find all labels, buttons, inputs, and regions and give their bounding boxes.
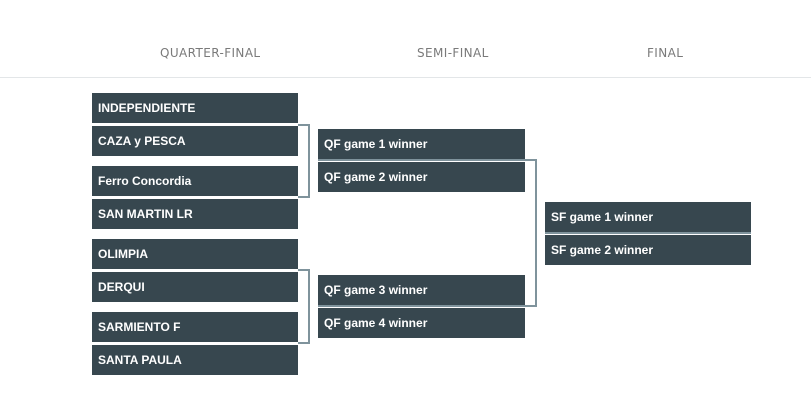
connector-sf2-mid (318, 305, 525, 307)
final-team-bottom[interactable]: SF game 2 winner (545, 235, 751, 265)
sf2-team-bottom[interactable]: QF game 4 winner (318, 308, 525, 338)
round-header-semi-final: SEMI-FINAL (417, 46, 489, 60)
sf1-team-top[interactable]: QF game 1 winner (318, 129, 525, 159)
qf3-team-bottom[interactable]: DERQUI (92, 272, 298, 302)
qf2-team-bottom[interactable]: SAN MARTIN LR (92, 199, 298, 229)
qf3-team-top[interactable]: OLIMPIA (92, 239, 298, 269)
connector-sf1-mid (318, 159, 525, 161)
header-divider (0, 77, 811, 78)
connector-qf4-h (298, 342, 310, 344)
qf1-team-bottom[interactable]: CAZA y PESCA (92, 126, 298, 156)
qf1-team-top[interactable]: INDEPENDIENTE (92, 93, 298, 123)
final-team-top[interactable]: SF game 1 winner (545, 202, 751, 232)
qf4-team-bottom[interactable]: SANTA PAULA (92, 345, 298, 375)
connector-qf12-v (308, 124, 310, 198)
connector-final-mid (545, 232, 751, 234)
connector-qf3-h (298, 269, 310, 271)
connector-sf-v (535, 159, 537, 307)
connector-sf1-h (525, 159, 537, 161)
round-header-final: FINAL (647, 46, 684, 60)
connector-qf1-h (298, 124, 310, 126)
qf4-team-top[interactable]: SARMIENTO F (92, 312, 298, 342)
sf1-team-bottom[interactable]: QF game 2 winner (318, 162, 525, 192)
connector-qf34-v (308, 269, 310, 344)
round-header-quarter-final: QUARTER-FINAL (160, 46, 261, 60)
qf2-team-top[interactable]: Ferro Concordia (92, 166, 298, 196)
connector-qf2-h (298, 196, 310, 198)
connector-sf2-h (525, 305, 537, 307)
sf2-team-top[interactable]: QF game 3 winner (318, 275, 525, 305)
